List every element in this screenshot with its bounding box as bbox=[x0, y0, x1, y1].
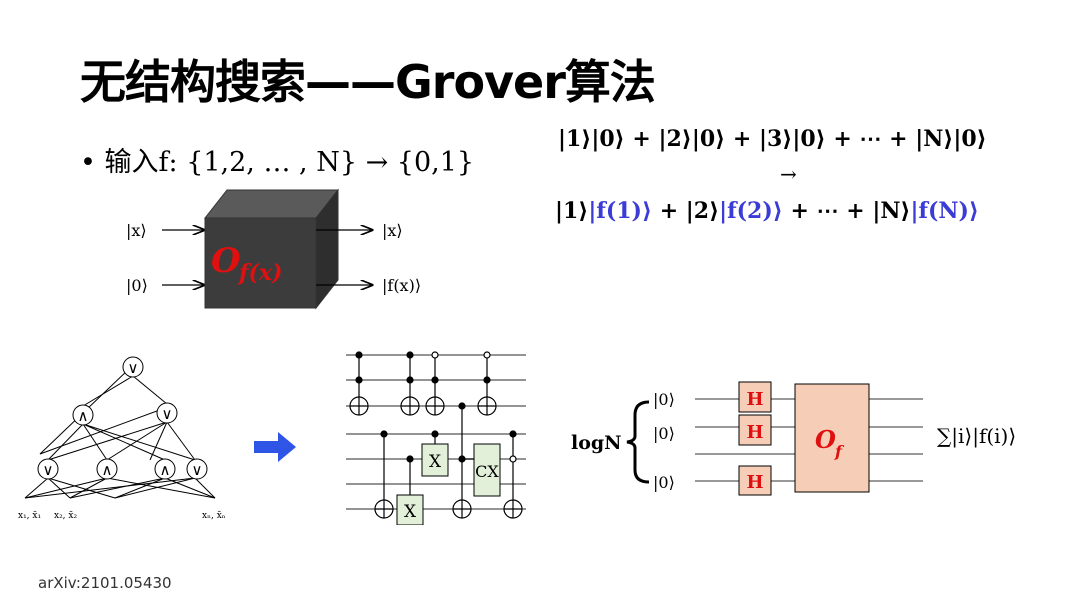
eq2-part-5: + ⋯ + |N⟩ bbox=[782, 198, 911, 224]
or-node-root: ∨ bbox=[122, 356, 144, 378]
oracle-output-bottom: |f(x)⟩ bbox=[382, 276, 421, 295]
h-gate-2: H bbox=[738, 414, 772, 446]
transform-arrow-icon bbox=[254, 432, 296, 462]
grover-oracle-sub: f bbox=[834, 442, 845, 461]
svg-text:H: H bbox=[746, 472, 763, 493]
slide-title: 无结构搜索——Grover算法 bbox=[80, 55, 656, 109]
logic-tree-diagram: ∨ ∧ ∨ ∨ ∧ ∧ ∨ x₁, x̄₁ x₂, x̄₂ xₙ, x̄ₙ bbox=[18, 356, 226, 521]
h-gate-3: H bbox=[738, 465, 772, 496]
svg-text:∧: ∧ bbox=[102, 461, 113, 479]
arxiv-reference: arXiv:2101.05430 bbox=[38, 574, 172, 592]
svg-text:X: X bbox=[404, 502, 417, 522]
eq2-part-4: |f(2)⟩ bbox=[719, 198, 783, 224]
oracle-cube: O f(x) bbox=[203, 188, 340, 310]
eq2-part-1: |1⟩ bbox=[555, 198, 589, 224]
equation-line-2: |1⟩|f(1)⟩ + |2⟩|f(2)⟩ + ⋯ + |N⟩|f(N)⟩ bbox=[555, 198, 979, 224]
leaf-label-2: x₂, x̄₂ bbox=[54, 511, 77, 521]
or-node-bottom-1: ∨ bbox=[37, 458, 59, 480]
log-n-label: logN bbox=[571, 432, 622, 454]
input-bullet: • 输入f: {1,2, … , N} → {0,1} bbox=[80, 140, 474, 179]
oracle-input-bottom: |0⟩ bbox=[126, 276, 148, 295]
x-gate-1: X bbox=[421, 443, 449, 477]
grover-circuit-diagram: logN |0⟩ |0⟩ |0⟩ H H H O f ∑|i⟩|f(i)⟩ bbox=[571, 381, 1016, 496]
oracle-input-top: |x⟩ bbox=[126, 221, 147, 240]
svg-text:∨: ∨ bbox=[162, 405, 173, 423]
and-node-bottom-2: ∧ bbox=[96, 458, 118, 480]
cube-top-face bbox=[203, 189, 340, 219]
equation-line-1: |1⟩|0⟩ + |2⟩|0⟩ + |3⟩|0⟩ + ⋯ + |N⟩|0⟩ bbox=[558, 126, 987, 152]
brace-icon bbox=[626, 400, 650, 484]
or-node-bottom-4: ∨ bbox=[186, 458, 208, 480]
eq2-part-3: + |2⟩ bbox=[652, 198, 720, 224]
grover-oracle-box: O f bbox=[794, 383, 870, 493]
tree-edges bbox=[24, 367, 216, 499]
ket-1: |0⟩ bbox=[653, 390, 675, 409]
or-node-right: ∨ bbox=[156, 402, 178, 424]
svg-text:X: X bbox=[429, 452, 442, 472]
leaf-label-1: x₁, x̄₁ bbox=[18, 511, 41, 521]
svg-text:∧: ∧ bbox=[78, 407, 89, 425]
eq2-part-2: |f(1)⟩ bbox=[588, 198, 653, 224]
svg-text:∨: ∨ bbox=[43, 461, 54, 479]
x-gate-2: X bbox=[396, 494, 424, 525]
svg-text:H: H bbox=[746, 422, 763, 443]
oracle-label-sub: f(x) bbox=[237, 260, 282, 286]
and-node-bottom-3: ∧ bbox=[154, 458, 176, 480]
and-node-left: ∧ bbox=[72, 404, 94, 426]
svg-text:∨: ∨ bbox=[192, 461, 203, 479]
oracle-label-main: O bbox=[211, 241, 241, 281]
quantum-circuit-diagram: X X CX bbox=[346, 351, 526, 525]
svg-text:∧: ∧ bbox=[160, 461, 171, 479]
oracle-black-box-diagram: |x⟩ |0⟩ O f(x) |x⟩ |f(x)⟩ bbox=[126, 188, 421, 310]
grover-oracle-main: O bbox=[815, 425, 836, 454]
ket-2: |0⟩ bbox=[653, 424, 675, 443]
oracle-output-top: |x⟩ bbox=[382, 221, 403, 240]
cx-gate: CX bbox=[473, 443, 501, 497]
bullet-dot: • bbox=[80, 147, 105, 178]
eq2-part-6: |f(N)⟩ bbox=[910, 198, 979, 224]
bullet-text: 输入f: {1,2, … , N} → {0,1} bbox=[104, 147, 475, 178]
svg-text:CX: CX bbox=[475, 462, 499, 481]
ket-3: |0⟩ bbox=[653, 473, 675, 492]
equation-arrow: → bbox=[780, 162, 797, 186]
svg-text:∨: ∨ bbox=[128, 359, 139, 377]
circuit-controls bbox=[349, 351, 523, 519]
svg-text:H: H bbox=[746, 389, 763, 410]
leaf-label-3: xₙ, x̄ₙ bbox=[202, 511, 226, 521]
h-gate-1: H bbox=[738, 381, 772, 413]
cube-front-face bbox=[204, 217, 317, 309]
grover-output: ∑|i⟩|f(i)⟩ bbox=[937, 424, 1016, 449]
